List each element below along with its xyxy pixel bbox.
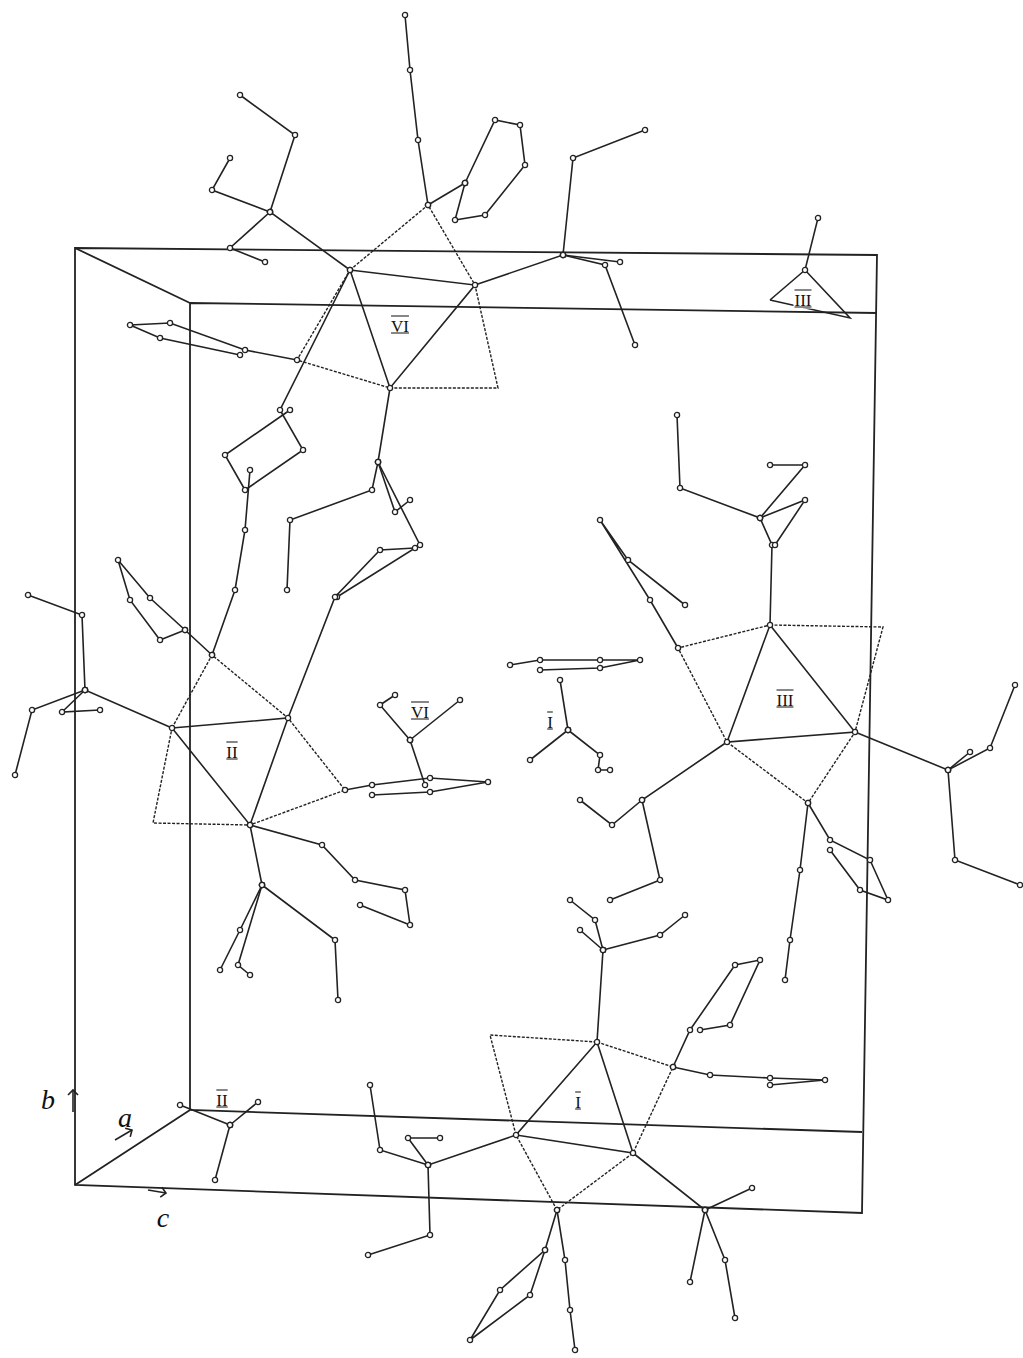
molecule-label: III	[794, 292, 813, 309]
molecule-label: III	[776, 692, 795, 709]
molecule-label: II	[215, 1092, 228, 1109]
molecule-label: VI	[390, 318, 410, 335]
axis-label: c	[157, 1204, 169, 1232]
axis-arrows	[73, 1090, 166, 1193]
molecule	[130, 15, 645, 597]
axis-label: a	[118, 1104, 132, 1132]
molecule	[580, 415, 1020, 980]
molecule-label: I	[546, 714, 554, 731]
molecule	[15, 470, 488, 1000]
molecule-label: II	[225, 744, 238, 761]
molecule	[368, 900, 825, 1350]
molecule-fragment	[380, 660, 640, 785]
unit-cell	[75, 248, 877, 1213]
axis-label: b	[41, 1086, 55, 1114]
molecule-label: VI	[410, 704, 430, 721]
molecule-fragment	[180, 218, 850, 1180]
molecule-label: I	[574, 1094, 582, 1111]
